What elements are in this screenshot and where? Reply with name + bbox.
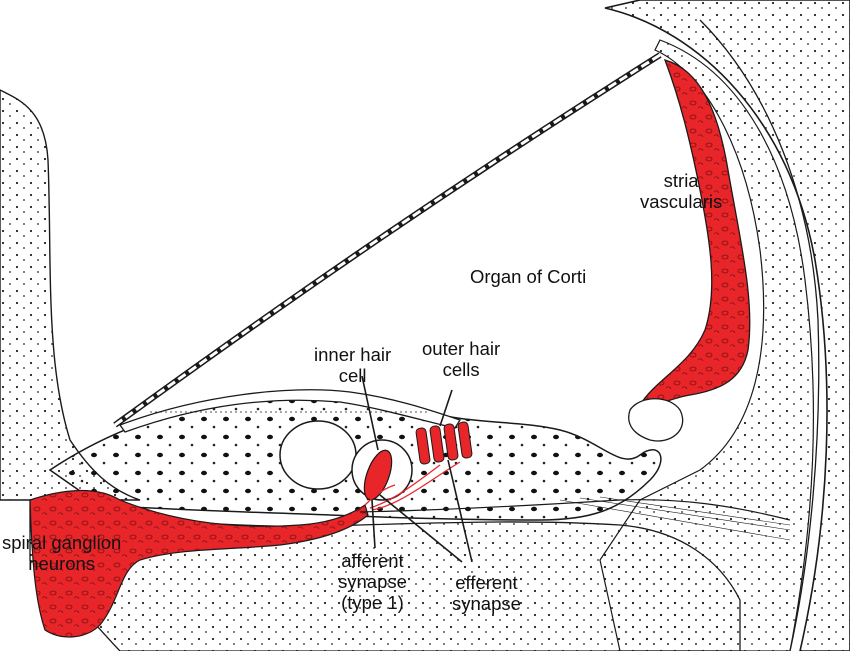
leader-afferent-synapse [371,499,376,549]
bony-wall-line [699,19,820,651]
inner-sulcus [279,420,357,490]
basilar-membrane [359,499,791,521]
leader-inner-hair-cell [361,375,379,451]
leader-efferent-synapse-2 [447,459,473,563]
bony-wall-outer [604,0,850,651]
outer-hair-cells-shape [415,421,473,465]
leader-efferent-synapse-1 [379,494,463,563]
label-inner-hair-cell: inner hair cell [314,344,392,386]
label-stria-vascularis: stria vascularis [640,170,723,212]
label-organ-of-corti: Organ of Corti [470,266,587,287]
tectorial-membrane [118,389,461,433]
leader-outer-hair-cells [439,389,453,427]
label-spiral-ganglion-neurons: spiral ganglion neurons [2,532,122,574]
spiral-ligament [599,39,815,651]
label-efferent-synapse: efferent synapse [452,572,521,614]
label-outer-hair-cells: outer hair cells [422,338,501,380]
inner-hair-cell-shape [363,449,393,501]
label-afferent-synapse: afferent synapse (type 1) [338,550,407,613]
spiral-prominence [628,398,684,442]
